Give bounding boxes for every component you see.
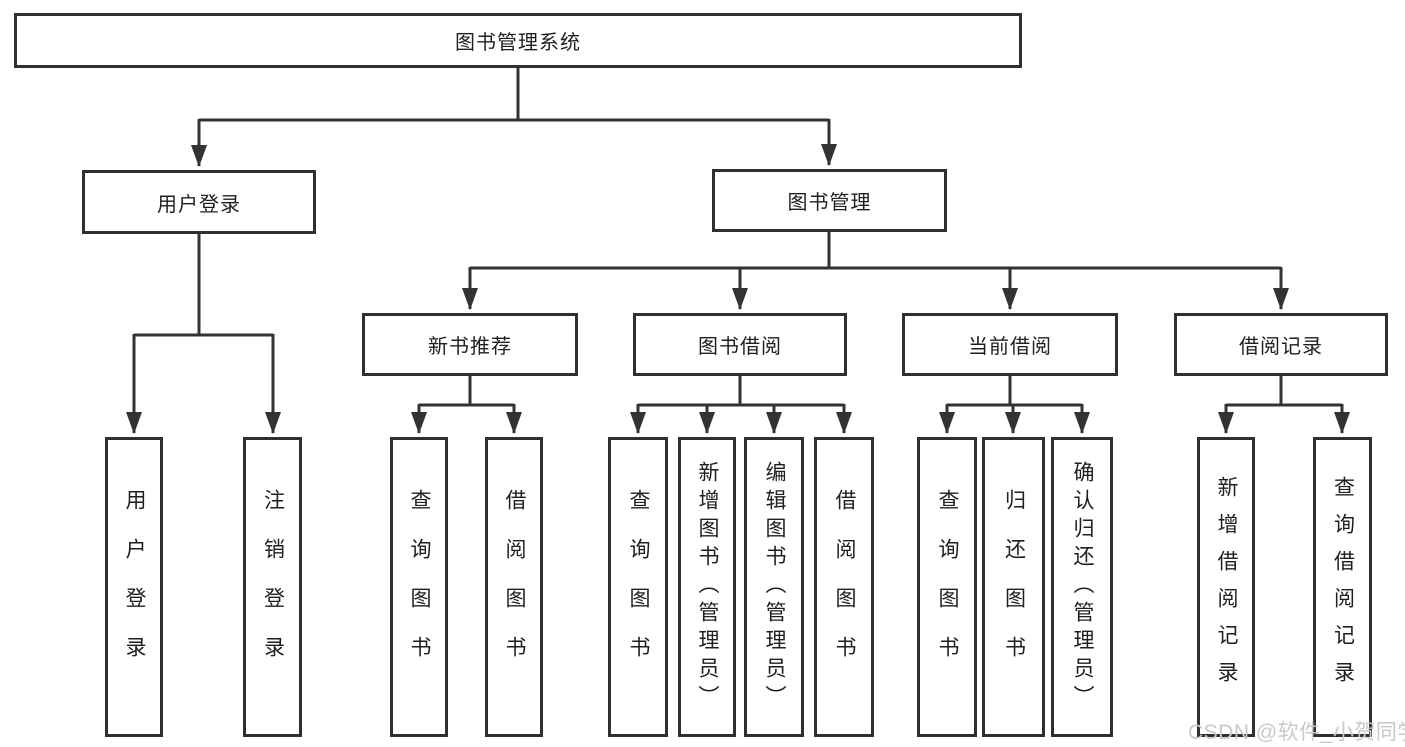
leaf-edit-books-admin: 编辑图书（管理员） [744, 437, 804, 737]
leaf-confirm-return-admin: 确认归还（管理员） [1051, 437, 1113, 737]
leaf-query-books-recommend: 查询图书 [390, 437, 448, 737]
node-user-login-module: 用户登录 [82, 170, 316, 234]
node-label: 图书管理 [787, 192, 872, 214]
node-label: 新增借阅记录 [1215, 476, 1238, 698]
node-label: 借阅记录 [1239, 336, 1323, 358]
node-label: 编辑图书（管理员） [763, 461, 786, 713]
node-root-system: 图书管理系统 [14, 13, 1022, 68]
node-current-borrowing: 当前借阅 [902, 313, 1118, 376]
node-label: 查询图书 [627, 489, 650, 685]
node-new-book-recommend: 新书推荐 [362, 313, 578, 376]
node-label: 查询借阅记录 [1331, 476, 1355, 698]
node-book-borrowing: 图书借阅 [633, 313, 847, 376]
node-label: 借阅图书 [833, 489, 856, 685]
leaf-borrow-books: 借阅图书 [814, 437, 874, 737]
node-label: 借阅图书 [503, 489, 526, 685]
leaf-add-borrow-record: 新增借阅记录 [1197, 437, 1255, 737]
node-label: 新增图书（管理员） [696, 461, 719, 713]
leaf-add-books-admin: 新增图书（管理员） [678, 437, 736, 737]
node-label: 查询图书 [408, 489, 431, 685]
leaf-query-books-borrowing: 查询图书 [608, 437, 668, 737]
leaf-query-books-current: 查询图书 [917, 437, 977, 737]
leaf-query-borrow-record: 查询借阅记录 [1313, 437, 1372, 737]
node-label: 新书推荐 [428, 336, 512, 358]
node-borrowing-records: 借阅记录 [1174, 313, 1388, 376]
node-label: 用户登录 [123, 489, 146, 685]
leaf-user-login: 用户登录 [105, 437, 163, 737]
node-label: 归还图书 [1002, 489, 1026, 685]
node-label: 确认归还（管理员） [1071, 461, 1094, 713]
node-label: 图书借阅 [698, 336, 782, 358]
node-label: 查询图书 [936, 489, 959, 685]
leaf-borrow-books-recommend: 借阅图书 [485, 437, 543, 737]
csdn-watermark: CSDN @软件_小贺同学 [1188, 721, 1405, 744]
node-label: 当前借阅 [968, 336, 1052, 358]
node-label: 用户登录 [157, 193, 241, 216]
leaf-logout: 注销登录 [243, 437, 302, 737]
node-label: 注销登录 [261, 489, 285, 685]
node-book-management-module: 图书管理 [712, 169, 947, 232]
node-label: 图书管理系统 [455, 32, 581, 54]
leaf-return-books: 归还图书 [982, 437, 1045, 737]
